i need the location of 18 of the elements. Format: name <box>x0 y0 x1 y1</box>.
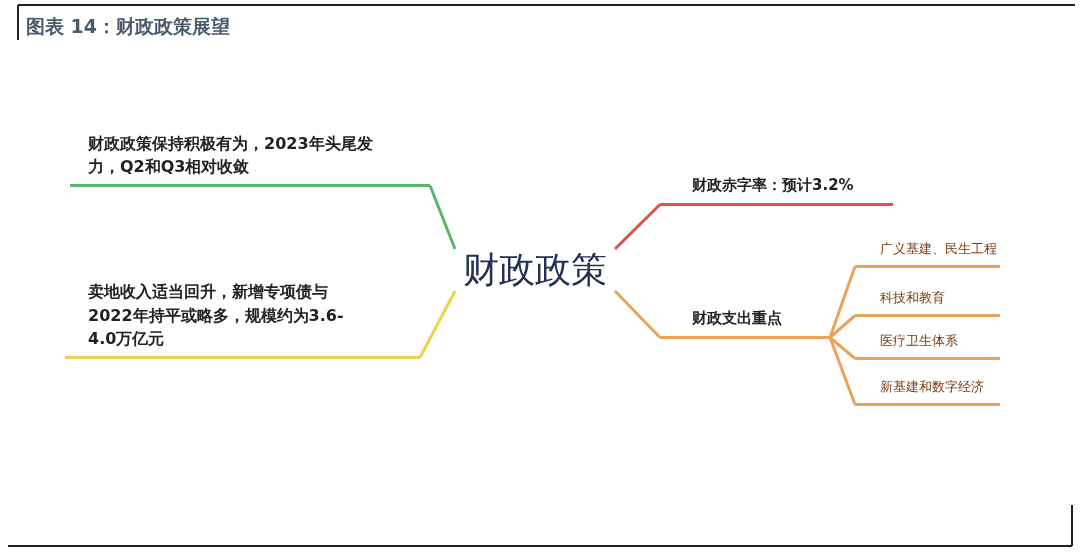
branch-text: 卖地收入适当回升，新增专项债与2022年持平或略多，规模约为3.6-4.0万亿元 <box>88 281 345 350</box>
branch-text: 医疗卫生体系 <box>880 332 959 351</box>
branch-text: 财政支出重点 <box>692 308 783 330</box>
branch-text: 财政赤字率：预计3.2% <box>692 175 855 197</box>
branch-line <box>428 184 457 250</box>
branch-text: 新基建和数字经济 <box>880 378 985 397</box>
branch-text: 科技和教育 <box>880 289 946 308</box>
figure-title: 图表 14：财政政策展望 <box>26 14 231 39</box>
branch-text: 财政政策保持积极有为，2023年头尾发力，Q2和Q3相对收敛 <box>88 132 374 178</box>
branch-line <box>828 266 857 338</box>
branch-line <box>613 289 662 339</box>
branch-text: 广义基建、民生工程 <box>880 240 998 259</box>
central-topic: 财政政策 <box>463 247 607 292</box>
branch-line <box>829 336 856 360</box>
branch-line <box>829 314 856 339</box>
branch-line <box>828 336 857 406</box>
branch-line <box>613 203 662 251</box>
branch-line <box>418 290 457 359</box>
